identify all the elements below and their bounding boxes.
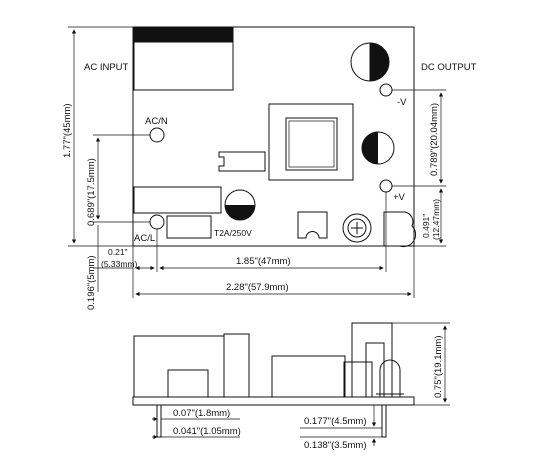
pin-span-label: 1.85"(47mm)	[236, 256, 291, 267]
opto-coupler	[218, 151, 266, 172]
ac-offset-x-label: 0.21"	[108, 247, 128, 257]
transformer	[268, 103, 354, 181]
side-pin-right	[381, 404, 387, 438]
bottom-offset-label: 0.196"(5mm)	[86, 255, 97, 310]
height-dim-label: 1.77"(45mm)	[62, 103, 73, 158]
pin-length-2-label: 0.138"(3.5mm)	[304, 440, 367, 451]
side-pcb	[132, 396, 415, 406]
side-view: 0.75"(19.1mm) 0.07"(1.8mm) 0.041"(1.05mm…	[132, 322, 450, 451]
side-capacitor	[223, 333, 250, 398]
dc-output-label: DC OUTPUT	[421, 62, 477, 73]
pin-width-2-label: 0.041"(1.05mm)	[173, 426, 241, 437]
led-component	[383, 211, 417, 248]
pin-length-1-label: 0.177"(4.5mm)	[304, 416, 367, 427]
top-view: -V +V AC/N T2A/250V AC/L	[62, 26, 477, 310]
dc-offset-mm-label: (12.47mm)	[431, 199, 441, 240]
dc-offset-label: 0.491"	[421, 214, 431, 238]
neg-v-pin	[379, 83, 393, 97]
width-label: 2.28"(57.9mm)	[226, 282, 289, 293]
side-terminal-block	[133, 335, 225, 398]
neg-v-label: -V	[397, 97, 407, 108]
side-pin-left	[156, 404, 162, 438]
ac-l-label: AC/L	[134, 233, 155, 244]
ac-l-pin	[149, 214, 165, 230]
ac-n-pin	[149, 127, 165, 143]
fuse	[224, 189, 256, 221]
ac-offset-x-mm-label: (5.33mm)	[101, 259, 138, 269]
ac-input-label: AC INPUT	[84, 62, 129, 73]
dc-pin-spacing-label: 0.789"(20.04mm)	[429, 103, 440, 176]
side-height-label: 0.75"(19.1mm)	[433, 335, 444, 398]
fuse-label: T2A/250V	[214, 228, 252, 238]
resistor-block	[166, 215, 212, 239]
ac-pin-spacing-label: 0.689"(17.5mm)	[86, 158, 97, 226]
side-led	[376, 359, 404, 397]
output-capacitor-2	[361, 131, 395, 165]
output-capacitor-1	[350, 42, 390, 82]
ac-n-label: AC/N	[145, 116, 168, 127]
regulator	[297, 211, 328, 239]
pin-width-1-label: 0.07"(1.8mm)	[173, 408, 230, 419]
side-transformer	[271, 355, 346, 398]
ac-input-connector-top	[134, 28, 233, 42]
pos-v-pin	[379, 179, 393, 193]
bridge-rectifier	[133, 186, 222, 214]
board-outline	[132, 26, 415, 247]
pos-v-label: +V	[393, 192, 406, 203]
trim-pot-icon	[342, 213, 372, 243]
